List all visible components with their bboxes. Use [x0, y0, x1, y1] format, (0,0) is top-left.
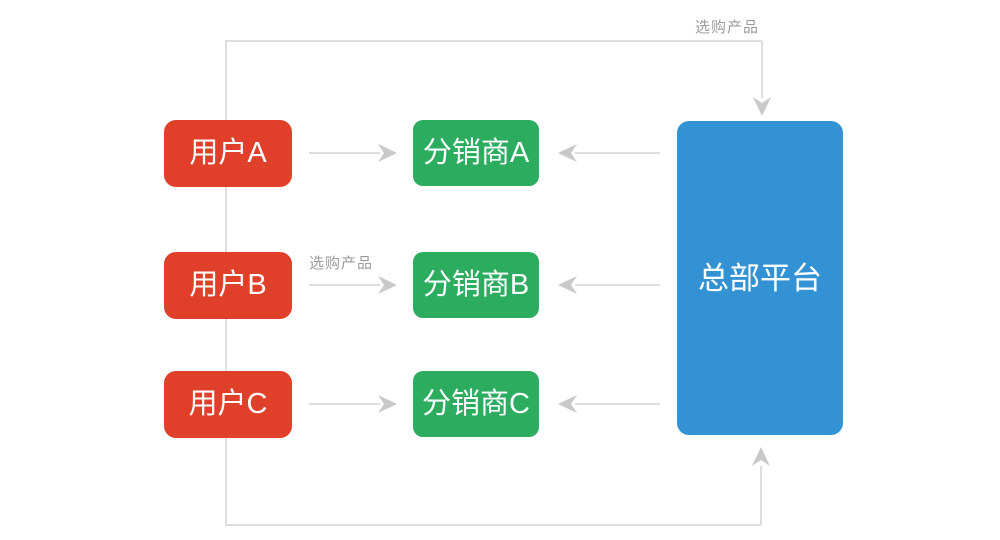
user-a-node: 用户A: [164, 120, 292, 187]
user-a-to-distributor-a-arrowhead-icon: [378, 144, 397, 162]
user-b-to-distributor-b-arrowhead-icon: [378, 276, 397, 294]
platform-node: 总部平台: [677, 121, 843, 435]
distributor-a-node: 分销商A: [413, 120, 539, 186]
platform-to-distributor-c-arrowhead-icon: [558, 395, 577, 413]
platform-to-distributor-b-arrowhead-icon: [558, 276, 577, 294]
distributor-c-node: 分销商C: [413, 371, 539, 437]
top-flow-label: 选购产品: [695, 19, 760, 36]
user-c-to-distributor-c-arrowhead-icon: [378, 395, 397, 413]
distributor-b-node: 分销商B: [413, 252, 539, 318]
platform-inflow-arrowhead-up-icon: [752, 447, 770, 466]
platform-inflow-arrowhead-down-icon: [753, 97, 771, 116]
platform-to-distributor-a-arrowhead-icon: [558, 144, 577, 162]
row-b-flow-label: 选购产品: [309, 255, 374, 272]
user-b-node: 用户B: [164, 252, 292, 319]
user-c-node: 用户C: [164, 371, 292, 438]
